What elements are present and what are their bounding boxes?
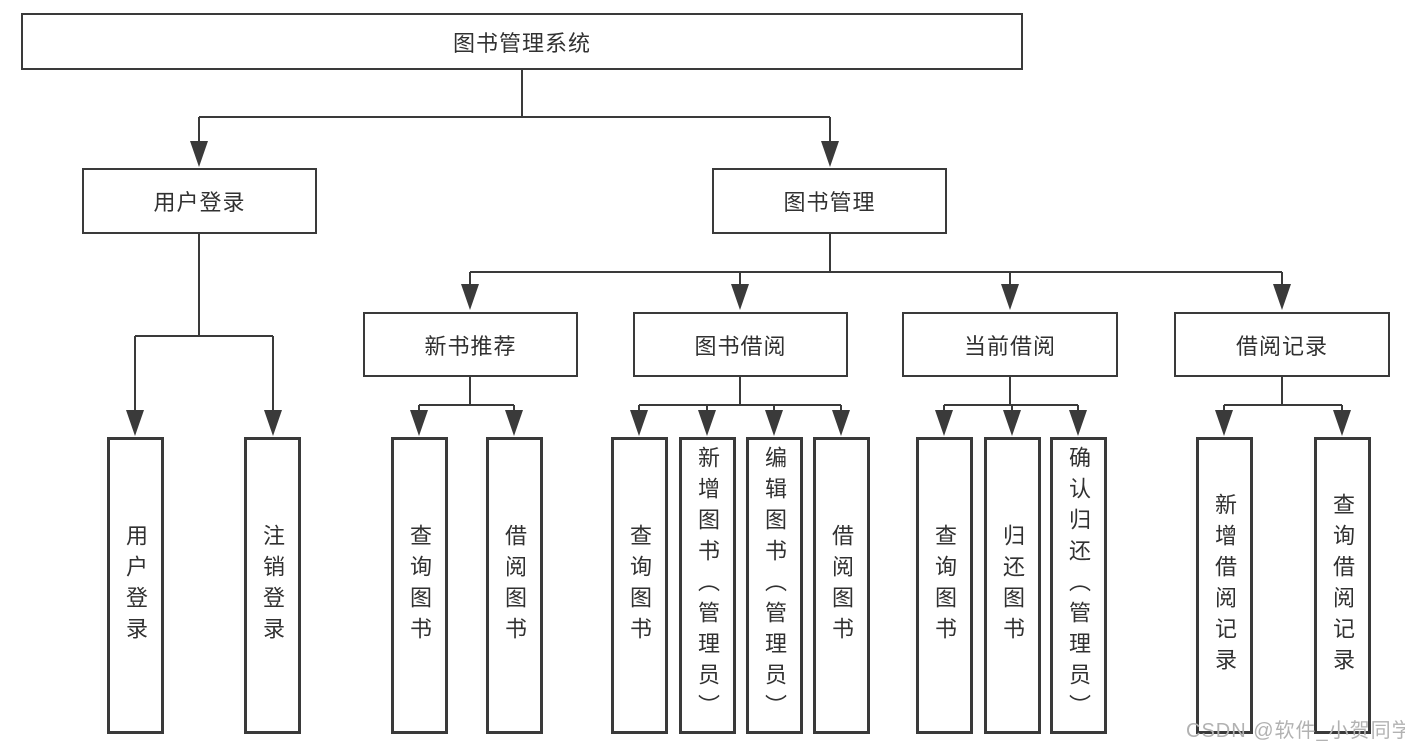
node-book-borrowing-label: 图书借阅 (694, 333, 787, 359)
node-book-management: 图书管理 (712, 168, 947, 234)
leaf-return-books: 归还图书 (984, 437, 1041, 734)
csdn-watermark: CSDN @软件_小贺同学 (1186, 720, 1405, 742)
node-new-book-recommend-label: 新书推荐 (424, 333, 517, 359)
node-current-borrowing-label: 当前借阅 (963, 333, 1056, 359)
leaf-query-books-recommend: 查询图书 (391, 437, 448, 734)
node-current-borrowing: 当前借阅 (902, 312, 1118, 377)
node-borrowing-records-label: 借阅记录 (1235, 333, 1328, 359)
leaf-edit-books-admin: 编辑图书（管理员） (746, 437, 803, 734)
node-library-system-label: 图书管理系统 (452, 30, 591, 56)
node-book-borrowing: 图书借阅 (633, 312, 848, 377)
leaf-user-login: 用户登录 (107, 437, 164, 734)
leaf-query-borrow-record: 查询借阅记录 (1314, 437, 1371, 734)
leaf-borrow-books-recommend: 借阅图书 (486, 437, 543, 734)
leaf-add-books-admin: 新增图书（管理员） (679, 437, 736, 734)
leaf-query-books-current: 查询图书 (916, 437, 973, 734)
node-user-login: 用户登录 (82, 168, 317, 234)
node-new-book-recommend: 新书推荐 (363, 312, 578, 377)
leaf-confirm-return-admin: 确认归还（管理员） (1050, 437, 1107, 734)
node-library-system: 图书管理系统 (21, 13, 1023, 70)
node-borrowing-records: 借阅记录 (1174, 312, 1390, 377)
leaf-add-borrow-record: 新增借阅记录 (1196, 437, 1253, 734)
leaf-logout: 注销登录 (244, 437, 301, 734)
node-user-login-label: 用户登录 (153, 190, 246, 215)
leaf-borrow-books-borrowing: 借阅图书 (813, 437, 870, 734)
node-book-management-label: 图书管理 (783, 190, 876, 215)
leaf-query-books-borrowing: 查询图书 (611, 437, 668, 734)
